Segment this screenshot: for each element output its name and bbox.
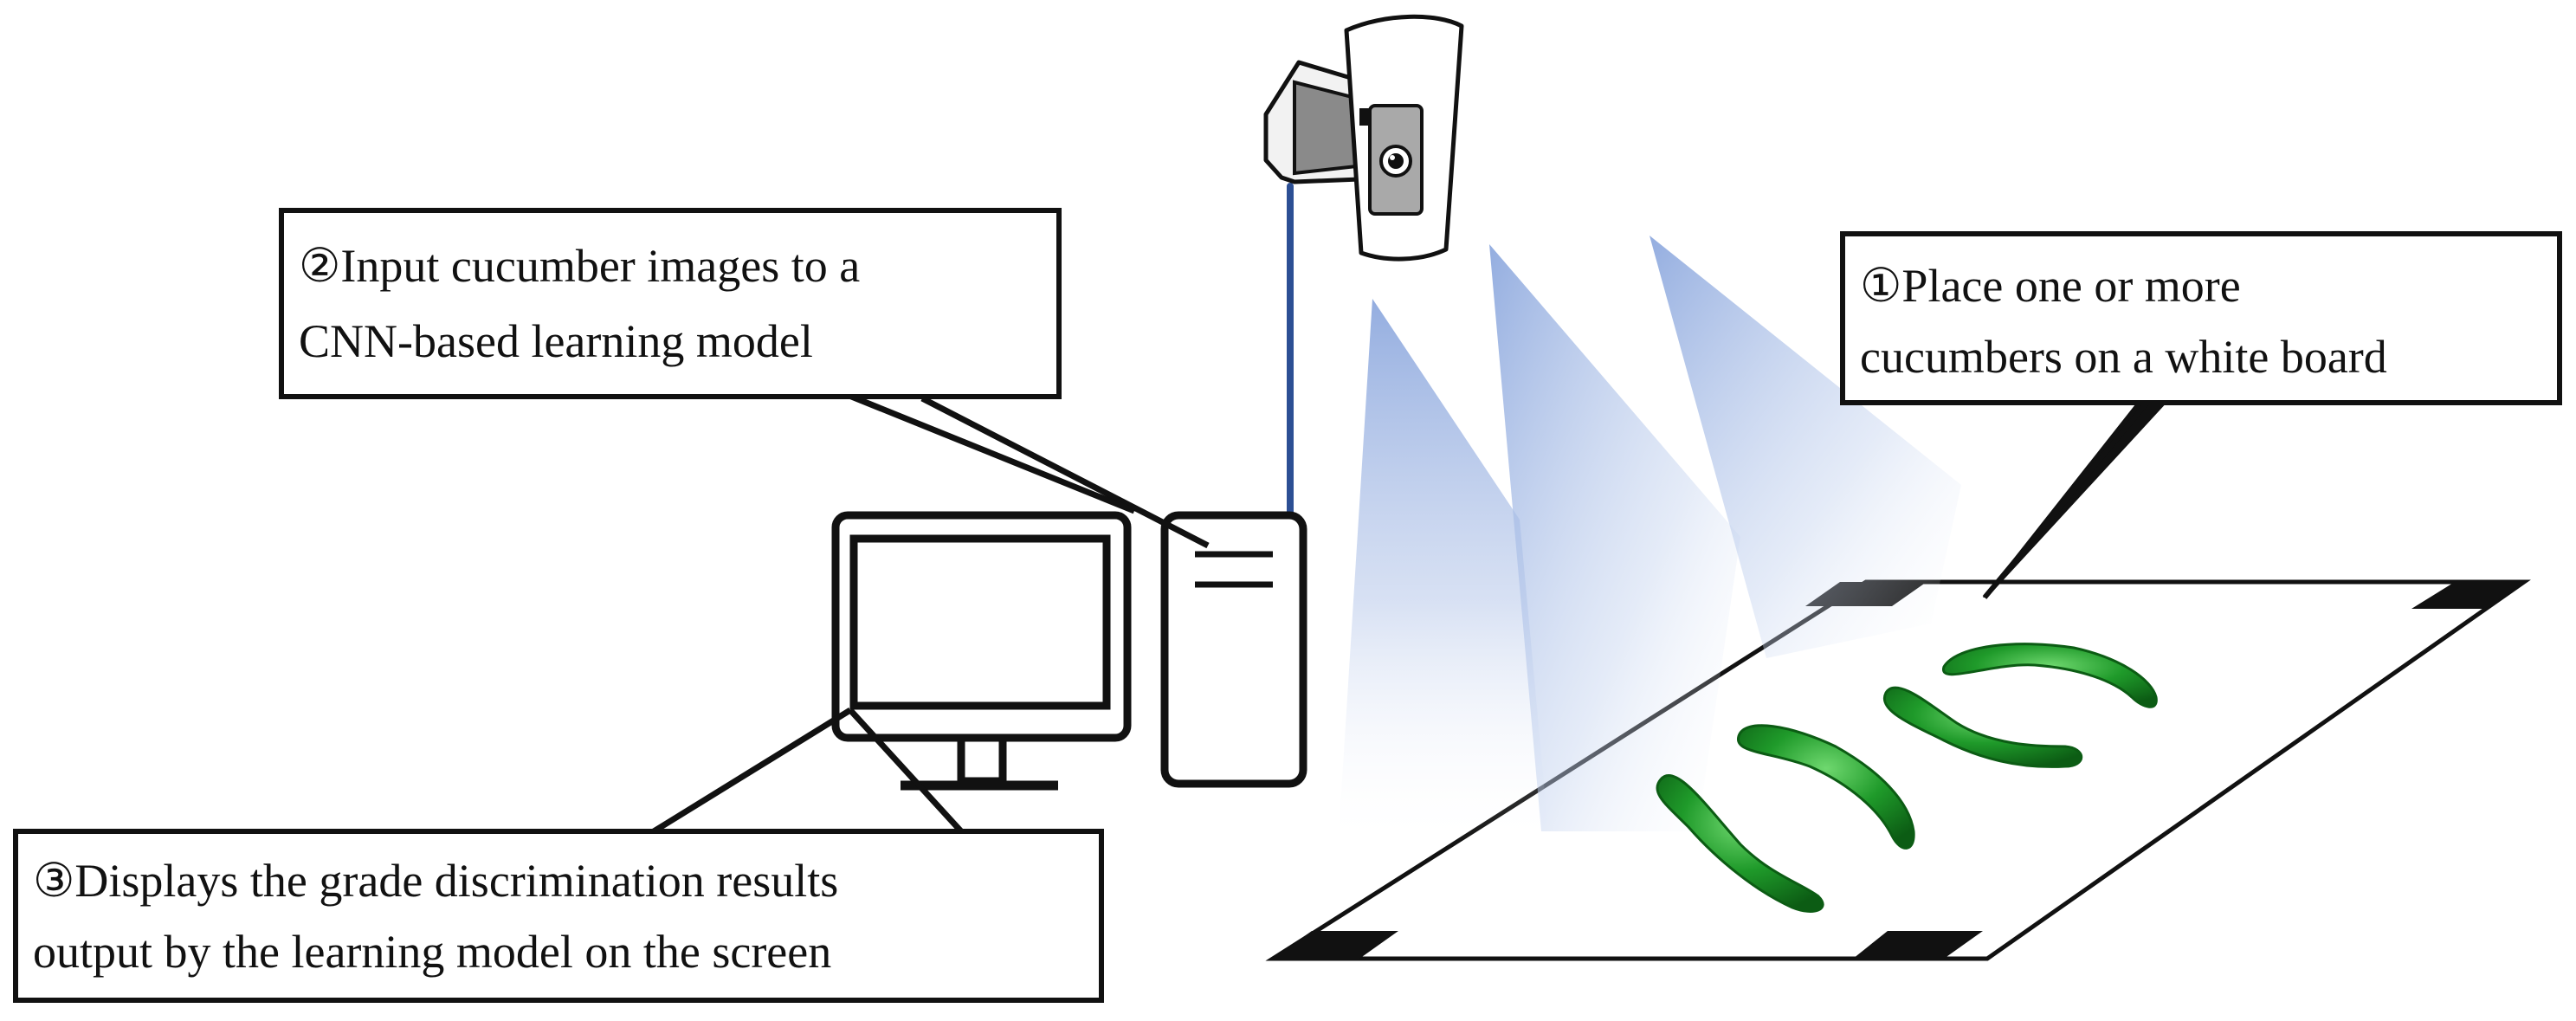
leader-step3-left [652, 708, 852, 834]
callout-step3-box [13, 829, 1104, 1003]
callout-step3-line2: output by the learning model on the scre… [33, 926, 831, 978]
callout-step2-line1: ②Input cucumber images to a [299, 240, 860, 292]
light-beam-right [1650, 236, 1961, 658]
leader-step1 [1983, 400, 2169, 598]
board-corner-marker-top-right [2411, 582, 2524, 609]
computer-tower-icon [1160, 511, 1307, 788]
monitor-stand-neck [957, 733, 1007, 785]
callout-step1: ①Place one or more cucumbers on a white … [1840, 231, 2562, 405]
camera-body-edge [1345, 29, 1363, 254]
light-beam-left [1338, 299, 1550, 849]
leader-step2-to-tower [920, 395, 1210, 549]
callout-step3: ③Displays the grade discrimination resul… [13, 829, 1104, 1003]
camera-lens-inner [1388, 153, 1404, 169]
monitor-icon [831, 511, 1132, 791]
board-corner-marker-bottom-right [1853, 931, 1983, 959]
cucumber-1 [1656, 773, 1824, 913]
callout-step2-box [279, 208, 1062, 399]
monitor-screen [849, 534, 1111, 710]
camera-icon [1263, 14, 1464, 262]
callout-step1-box [1840, 231, 2562, 405]
leader-step1-line [1982, 398, 2152, 599]
camera-lens-tab [1359, 108, 1372, 126]
cucumber-2 [1737, 724, 1915, 850]
camera-lens-glint [1390, 155, 1395, 160]
light-beam-middle [1489, 244, 1740, 831]
callout-step2: ②Input cucumber images to a CNN-based le… [279, 208, 1062, 399]
callout-step1-line1: ①Place one or more [1860, 260, 2241, 312]
callout-step3-line1: ③Displays the grade discrimination resul… [33, 855, 838, 907]
callout-step1-line2: cucumbers on a white board [1860, 331, 2387, 383]
leader-step3-right [848, 708, 964, 834]
cucumber-3 [1882, 686, 2083, 768]
callout-step2-line2: CNN-based learning model [299, 315, 813, 367]
cucumber-4 [1942, 643, 2158, 708]
cucumbers [1656, 643, 2158, 913]
camera-light-beams [1338, 236, 1961, 849]
board-corner-marker-bottom-left [1273, 931, 1398, 959]
